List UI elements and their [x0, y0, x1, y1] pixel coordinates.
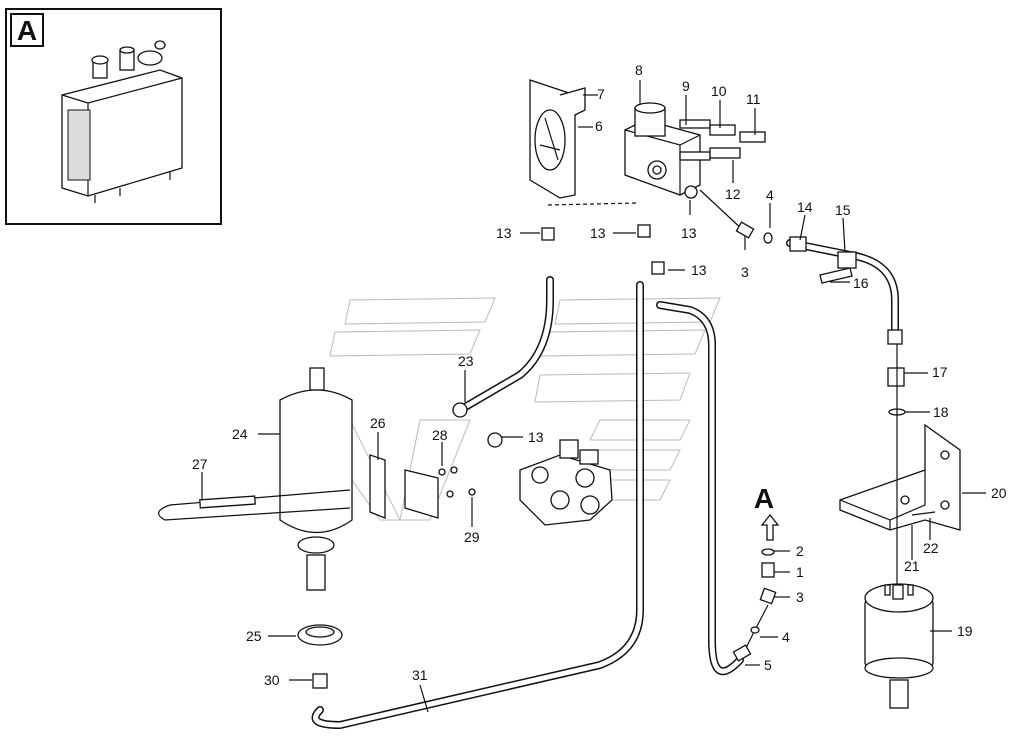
mounting-bracket	[529, 79, 586, 199]
callout-1: 1	[796, 564, 804, 580]
hydraulic-tank-illustration	[61, 40, 183, 203]
callout-3-top: 3	[741, 264, 749, 280]
callout-labels: 7 8 9 10 11 6 12 4 14 15 13 13 13 13 3 1…	[192, 62, 1007, 688]
arrow-to-inset: A	[754, 483, 780, 541]
callout-13-e: 13	[528, 429, 544, 445]
callout-24: 24	[232, 426, 248, 442]
callout-31: 31	[412, 667, 428, 683]
leader-lines	[201, 80, 986, 713]
callout-7: 7	[597, 86, 605, 102]
callout-27: 27	[192, 456, 208, 472]
callout-28: 28	[432, 427, 448, 443]
callout-2: 2	[796, 543, 804, 559]
callout-22: 22	[923, 540, 939, 556]
filter-bracket	[839, 423, 961, 531]
arrow-letter: A	[754, 483, 774, 514]
callout-20: 20	[991, 485, 1007, 501]
callout-14: 14	[797, 199, 813, 215]
callout-11: 11	[746, 91, 761, 107]
dashed-link	[547, 202, 638, 206]
callout-16: 16	[853, 275, 869, 291]
callout-4-bottom: 4	[782, 629, 790, 645]
callout-8: 8	[635, 62, 643, 78]
callout-13-c: 13	[681, 225, 697, 241]
callout-23: 23	[458, 353, 474, 369]
callout-21: 21	[904, 558, 920, 574]
callout-19: 19	[957, 623, 973, 639]
callout-25: 25	[246, 628, 262, 644]
inset-letter: A	[17, 15, 37, 46]
accumulator	[279, 367, 353, 591]
callout-3-bottom: 3	[796, 589, 804, 605]
callout-18: 18	[933, 404, 949, 420]
callout-15: 15	[835, 202, 851, 218]
callout-13-d: 13	[691, 262, 707, 278]
callout-5: 5	[764, 657, 772, 673]
inset-detail-a: A	[5, 8, 222, 225]
callout-12: 12	[725, 186, 741, 202]
fitting-30	[312, 673, 328, 689]
callout-29: 29	[464, 529, 480, 545]
fittings-13	[487, 185, 698, 448]
callout-6: 6	[595, 118, 603, 134]
callout-17: 17	[932, 364, 948, 380]
callout-9: 9	[682, 78, 690, 94]
callout-26: 26	[370, 415, 386, 431]
callout-13-a: 13	[496, 225, 512, 241]
control-valve	[519, 439, 613, 526]
callout-13-b: 13	[590, 225, 606, 241]
cover-plate	[404, 469, 439, 519]
fitting-17	[887, 367, 905, 387]
valve-block	[624, 102, 766, 196]
gasket-26	[369, 454, 386, 519]
bolt-22	[911, 511, 936, 516]
callout-10: 10	[711, 83, 727, 99]
filter-canister	[864, 583, 934, 709]
callout-30: 30	[264, 672, 280, 688]
callout-4-top: 4	[766, 187, 774, 203]
